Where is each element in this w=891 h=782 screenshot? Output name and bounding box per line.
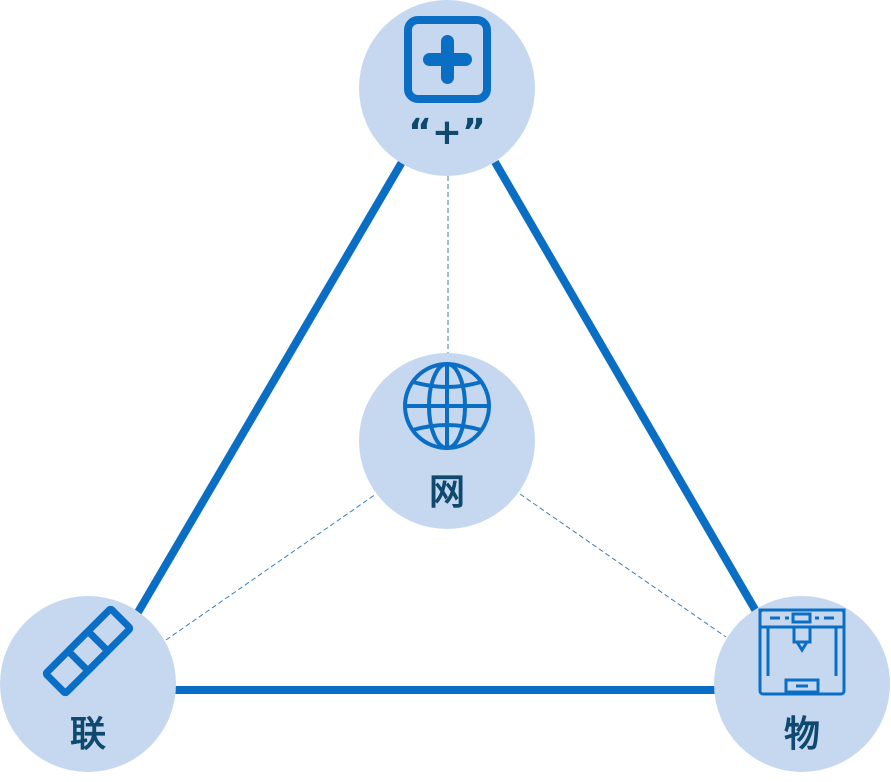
node-left-label: 联 xyxy=(70,714,106,755)
node-center-label: 网 xyxy=(429,472,465,513)
globe-icon xyxy=(403,362,491,450)
3d-printer-icon xyxy=(758,608,846,696)
triangle-edges xyxy=(133,159,761,694)
dashed-line-left xyxy=(165,493,377,641)
node-right-circle xyxy=(714,596,890,772)
link-icon xyxy=(42,605,134,697)
dashed-connectors xyxy=(165,176,727,641)
plus-square-icon xyxy=(404,16,491,103)
edge-top-left xyxy=(133,159,406,617)
node-top: “+” xyxy=(359,0,535,176)
node-right: 物 xyxy=(714,596,890,772)
node-left-circle xyxy=(0,596,176,772)
node-right-label: 物 xyxy=(784,714,820,755)
node-top-label: “+” xyxy=(408,112,485,153)
edge-top-right xyxy=(491,159,761,616)
node-left: 联 xyxy=(0,596,176,772)
node-center: 网 xyxy=(359,353,535,529)
dashed-line-right xyxy=(519,493,727,638)
